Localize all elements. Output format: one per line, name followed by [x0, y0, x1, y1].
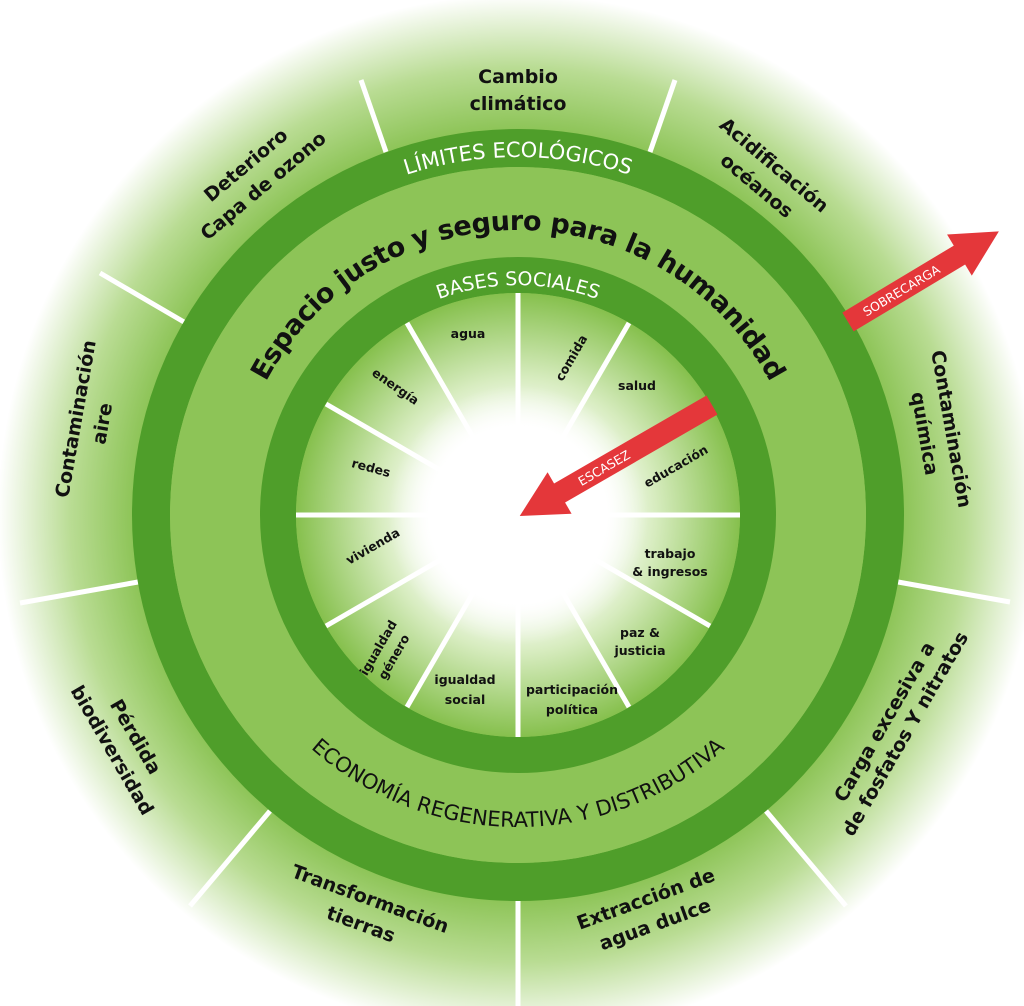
ecological-ceiling-ring	[132, 129, 904, 901]
label-paz-justicia: paz &justicia	[613, 625, 665, 658]
divider	[358, 79, 389, 153]
label-agua: agua	[451, 326, 486, 341]
center-glow	[388, 385, 648, 645]
divider	[897, 579, 1011, 605]
divider	[764, 809, 848, 908]
label-trabajo: trabajo& ingresos	[632, 546, 708, 579]
divider	[647, 79, 678, 153]
divider	[98, 270, 186, 325]
safe-space-band	[170, 167, 866, 863]
label-salud: salud	[618, 378, 656, 393]
social-foundation-ring	[260, 257, 776, 773]
divider	[188, 809, 272, 908]
divider	[19, 579, 139, 606]
